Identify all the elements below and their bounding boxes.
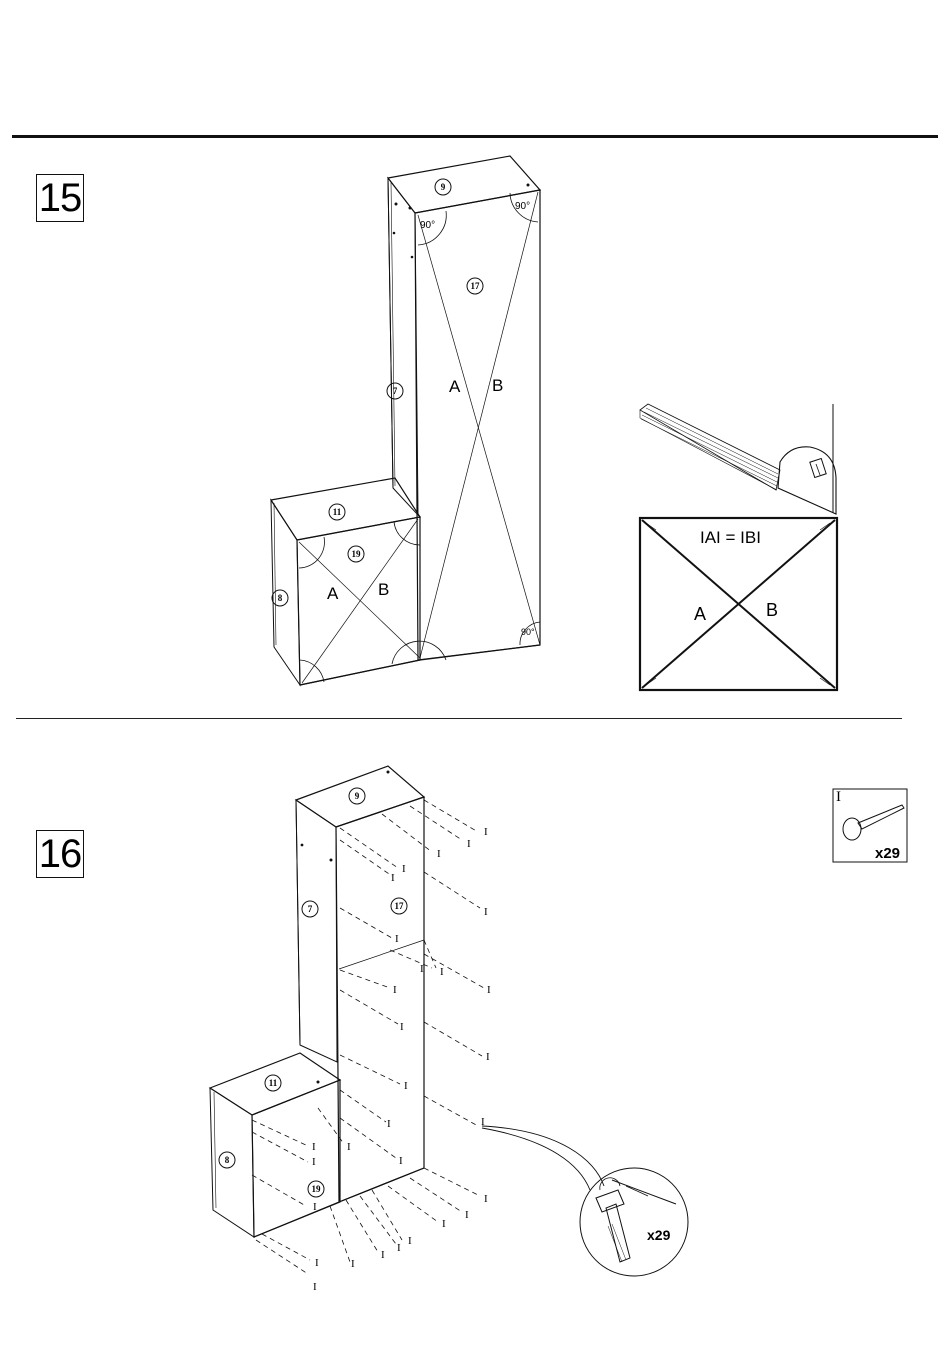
hammer-count: x29 [647,1227,670,1243]
step16-cabinet [210,766,424,1237]
step15-part-19: 19 [347,549,365,559]
nail-marker: I [313,1201,317,1213]
nail-marker: I [397,1242,401,1254]
step16-part-19: 19 [307,1184,325,1194]
inset-formula: IAI = IBI [700,528,761,548]
nail-marker: I [486,1051,490,1063]
diagonal-a-short: A [327,584,338,604]
nail-marker: I [315,1257,319,1269]
nail-marker: I [312,1156,316,1168]
tape-measure-icon [640,404,836,514]
nail-box-symbol: I [836,789,841,806]
nail-marker: I [440,966,444,978]
diagonal-b-short: B [378,580,389,600]
nail-marker: I [484,906,488,918]
nail-marker: I [467,838,471,850]
nail-marker: I [442,1218,446,1230]
step15-part-17: 17 [466,281,484,291]
step15-part-7: 7 [389,386,401,396]
zoom-callout [482,1126,688,1276]
nail-marker: I [487,984,491,996]
nail-marker: I [481,1116,485,1128]
nail-marker: I [312,1141,316,1153]
nail-marker: I [399,1155,403,1167]
nail-marker: I [387,1118,391,1130]
nail-guide-lines [252,800,484,1274]
step16-part-17: 17 [390,901,408,911]
nail-marker: I [408,1235,412,1247]
nail-marker: I [402,863,406,875]
nail-marker: I [404,1080,408,1092]
diagonal-b-tall: B [492,376,503,396]
nail-marker: I [484,1193,488,1205]
step16-part-7: 7 [304,904,316,914]
nail-marker: I [437,848,441,860]
angle-label-top-right: 90° [515,201,530,212]
step16-part-labels [219,788,407,1197]
nail-marker: I [313,1281,317,1293]
nail-marker: I [400,1021,404,1033]
nail-marker: I [381,1249,385,1261]
inset-diagonal-b: B [766,600,778,621]
step15-part-8: 8 [274,593,286,603]
nail-marker: I [391,872,395,884]
step15-part-9: 9 [437,182,449,192]
hammer-icon [596,1178,630,1262]
nail-marker: I [420,963,424,975]
nail-count: x29 [875,845,900,862]
nail-marker: I [484,826,488,838]
nail-marker: I [395,933,399,945]
step16-part-11: 11 [264,1078,282,1088]
step15-cabinet [271,156,540,685]
nail-marker: I [347,1141,351,1153]
step15-part-11: 11 [328,507,346,517]
nail-marker: I [393,984,397,996]
inset-diagonal-a: A [694,604,706,625]
step16-part-9: 9 [351,791,363,801]
step16-part-8: 8 [221,1155,233,1165]
angle-label-bottom-right: 90° [521,627,535,637]
nail-marker: I [351,1258,355,1270]
diagonal-a-tall: A [449,377,460,397]
angle-label-top-left: 90° [420,220,435,231]
nail-marker: I [465,1209,469,1221]
